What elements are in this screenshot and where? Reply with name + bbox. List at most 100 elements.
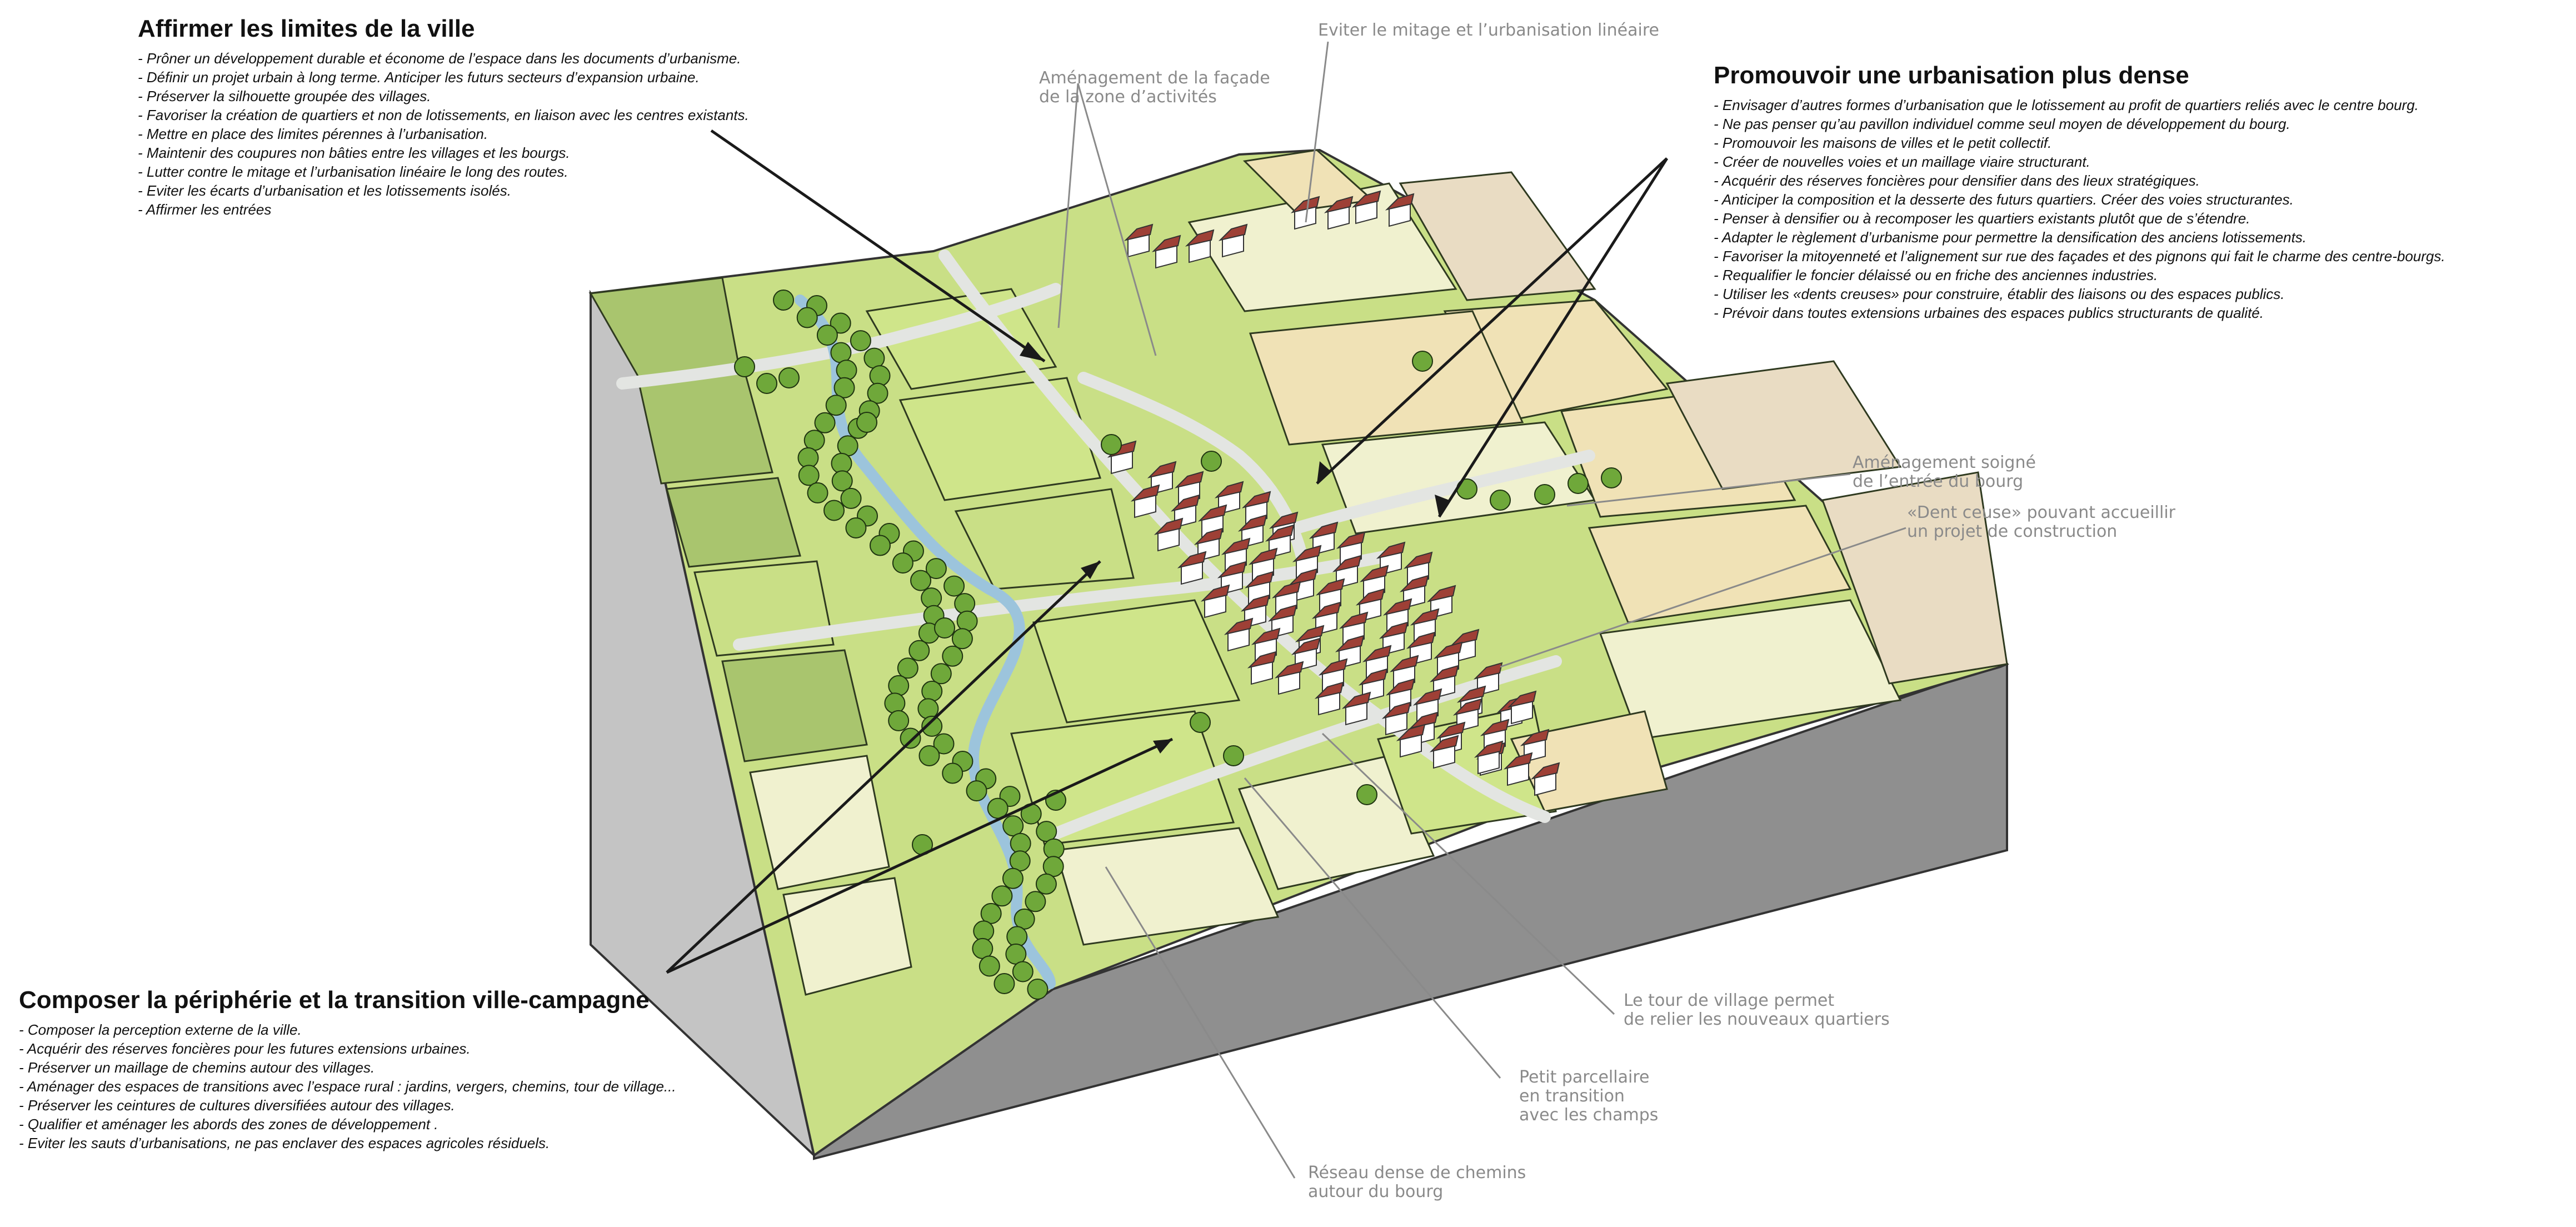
annotation-line: en transition <box>1519 1086 1625 1106</box>
tree <box>1025 891 1046 912</box>
leader-facade-1 <box>1057 83 1079 328</box>
house-roof <box>1124 223 1154 241</box>
list-item: - Acquérir des réserves foncières pour l… <box>19 1040 471 1057</box>
house-roof <box>1410 608 1440 626</box>
arrowhead-peripherie-1 <box>1081 561 1100 579</box>
tree <box>773 290 794 311</box>
block-dense: Promouvoir une urbanisation plus dense -… <box>1714 61 2445 322</box>
field-parcel <box>1237 755 1435 890</box>
list-item: - Préserver la silhouette groupée des vi… <box>138 88 431 104</box>
house-roof <box>1265 524 1295 542</box>
annotation-line: «Dent ceuse» pouvant accueillir <box>1907 503 2176 522</box>
house-roof <box>1177 551 1207 568</box>
tree <box>900 727 921 749</box>
house-roof <box>1221 537 1251 555</box>
house-roof <box>1406 631 1436 649</box>
house-roof <box>1389 655 1419 672</box>
house-roof <box>1403 551 1433 569</box>
tree <box>991 885 1013 907</box>
house-roof <box>1130 484 1160 502</box>
house-roof <box>1359 565 1389 582</box>
arrowhead-dense-1 <box>1317 461 1331 483</box>
field-parcel <box>865 288 1057 390</box>
tree <box>869 535 891 556</box>
tree <box>1490 490 1511 511</box>
list-item: - Envisager d’autres formes d’urbanisati… <box>1714 97 2419 113</box>
field-parcel <box>1665 360 1902 490</box>
tree <box>831 470 853 492</box>
house-roof <box>1429 735 1459 752</box>
house-roof <box>1436 721 1466 739</box>
arrowhead-peripherie-2 <box>1153 739 1172 754</box>
annotation-arrows <box>666 129 1669 974</box>
tree <box>921 715 943 737</box>
annotation-entree: Aménagement soigné de l’entrée du bourg <box>1853 453 2036 491</box>
list-item: - Qualifier et aménager les abords des z… <box>19 1116 438 1133</box>
field-parcel <box>666 477 801 568</box>
house-roof <box>1396 724 1426 741</box>
house-roof <box>1426 585 1456 602</box>
list-item: - Définir un projet urbain à long terme.… <box>138 69 700 86</box>
tree <box>830 342 852 363</box>
leader-dent <box>1500 527 1906 668</box>
tree <box>888 710 910 731</box>
list-item: - Adapter le règlement d’urbanisme pour … <box>1714 229 2307 246</box>
field-parcel <box>1599 599 1902 740</box>
list-item: - Affirmer les entrées <box>138 201 272 218</box>
tree <box>897 657 918 679</box>
house-roof <box>1379 621 1409 639</box>
annotation-line: Aménagement de la façade <box>1039 68 1270 88</box>
list-item: - Prévoir dans toutes extensions urbaine… <box>1714 305 2264 321</box>
list-item: - Requalifier le foncier délaissé ou en … <box>1714 267 2158 283</box>
tree <box>933 733 955 755</box>
tree <box>836 360 857 381</box>
list-item: - Maintenir des coupures non bâties entr… <box>138 144 570 161</box>
house-roof <box>1309 521 1339 539</box>
tree <box>1036 821 1057 842</box>
house-roof <box>1248 547 1278 565</box>
field-parcel <box>1399 171 1596 301</box>
tree <box>778 367 800 388</box>
house-roof <box>1429 665 1459 682</box>
tree <box>908 640 930 661</box>
house-roof <box>1197 504 1227 522</box>
annotation-line: Aménagement soigné <box>1853 453 2036 472</box>
annotation-line: de la zone d’activités <box>1039 87 1217 107</box>
house-roof <box>1237 514 1267 532</box>
house-roof <box>1267 604 1297 622</box>
house-roof <box>1147 461 1177 478</box>
tree <box>830 312 851 334</box>
tree <box>825 395 847 416</box>
tree <box>966 780 987 802</box>
house-roof <box>1247 651 1277 669</box>
tree <box>1412 351 1433 372</box>
house-roof <box>1473 662 1503 680</box>
house-roof <box>1274 661 1304 679</box>
house-roof <box>1218 223 1248 241</box>
arrow-peripherie-2 <box>666 737 1174 974</box>
list-item: - Préserver un maillage de chemins autou… <box>19 1059 375 1076</box>
block-limites-title: Affirmer les limites de la ville <box>138 15 475 42</box>
arrowheads <box>1020 342 1449 754</box>
house-roof <box>1292 545 1322 562</box>
tree <box>1567 473 1589 494</box>
house-roof <box>1291 637 1321 655</box>
leader-tour <box>1321 732 1615 1015</box>
house-roof <box>1332 555 1362 572</box>
annotation-facade: Aménagement de la façade de la zone d’ac… <box>1039 69 1270 107</box>
block-peripherie-title: Composer la périphérie et la transition … <box>19 986 650 1014</box>
annotation-line: Le tour de village permet <box>1624 991 1835 1010</box>
house-roof <box>1288 568 1318 586</box>
tree <box>918 745 940 766</box>
tree <box>973 920 995 942</box>
tree <box>917 698 939 720</box>
list-item: - Ne pas penser qu’au pavillon individue… <box>1714 116 2290 132</box>
tree <box>1190 712 1211 733</box>
list-item: - Eviter les écarts d’urbanisation et le… <box>138 182 511 199</box>
house-roof <box>1450 629 1480 646</box>
house-roof <box>1240 594 1270 612</box>
house-roof <box>1409 711 1439 729</box>
leader-parcellaire <box>1244 777 1501 1079</box>
arrow-dense-2 <box>1437 157 1669 518</box>
